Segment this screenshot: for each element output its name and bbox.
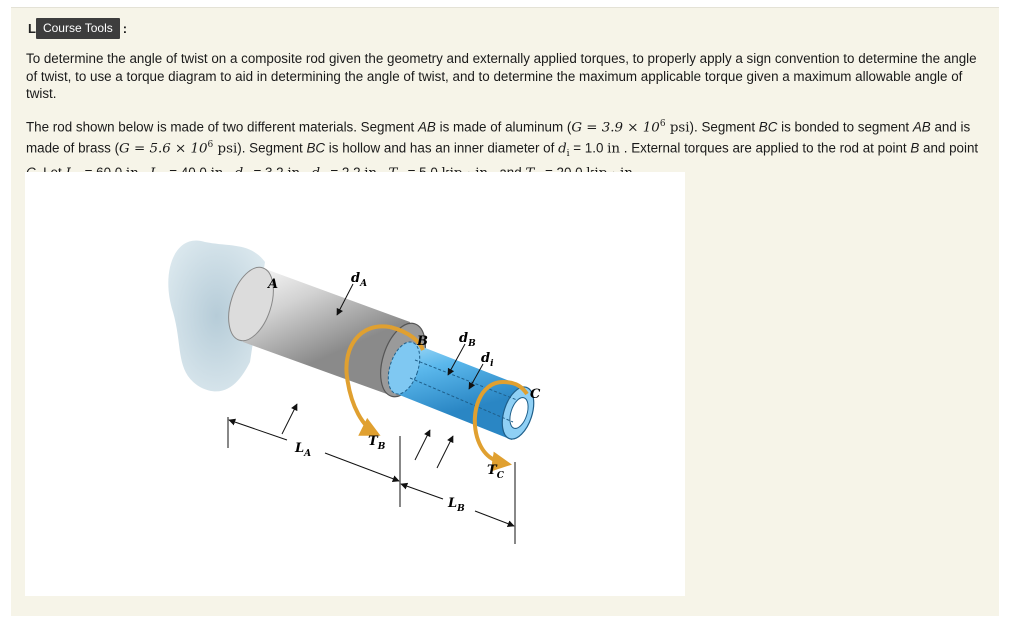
learning-objective: To determine the angle of twist on a com… <box>26 51 977 101</box>
label-c: C <box>530 387 541 402</box>
segment-bc-end-inner <box>509 397 529 429</box>
segment-ab-body <box>243 267 410 397</box>
course-tools-button[interactable]: Course Tools <box>35 17 120 39</box>
la-dim-right <box>324 452 400 483</box>
hollow-inner-line-2 <box>409 377 514 423</box>
da-leader <box>336 283 354 316</box>
label-la: LA <box>294 441 311 459</box>
label-db: dB <box>459 331 476 349</box>
wall-shadow <box>168 240 265 392</box>
lb-dim-right <box>474 510 515 528</box>
torque-tb-arrow <box>344 324 391 436</box>
label-tc: TC <box>487 463 505 481</box>
db-leader <box>447 343 466 376</box>
composite-rod-figure: A dA B dB di C TB TC LA LB <box>25 172 685 596</box>
di-leader <box>468 363 484 390</box>
torque-tb-arrow-top <box>389 325 425 351</box>
label-b: B <box>416 334 428 349</box>
course-tools-row: L Course Tools : <box>28 17 127 39</box>
segment-ab-left-end <box>228 266 274 342</box>
tools-suffix: : <box>122 20 128 36</box>
segment-bc-start-face <box>387 341 421 395</box>
torque-tc-arrow <box>472 380 512 472</box>
db-bottom-leader <box>414 429 431 461</box>
da-bottom-leader <box>281 403 298 435</box>
g-brass: G = 5.6 × 10 <box>119 141 208 157</box>
torque-tc-arrow-top <box>502 380 529 396</box>
label-a: A <box>266 277 278 292</box>
di-bottom-leader <box>436 435 454 469</box>
lb-dim-left <box>400 482 444 500</box>
label-da: dA <box>351 271 367 289</box>
label-tb: TB <box>368 434 386 452</box>
rod-diagram: A dA B dB di C TB TC LA LB <box>168 240 541 544</box>
segment-bc-body <box>397 342 525 440</box>
la-dim-left <box>228 418 288 441</box>
label-lb: LB <box>447 496 465 514</box>
label-di: di <box>481 351 494 369</box>
hollow-inner-line <box>414 359 518 401</box>
tools-prefix: L <box>28 20 36 36</box>
g-aluminum: G = 3.9 × 10 <box>571 120 660 136</box>
